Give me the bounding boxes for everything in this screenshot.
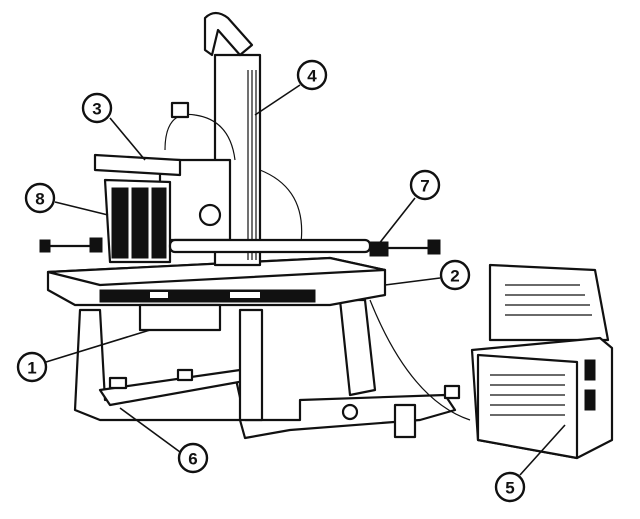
callout-label: 1 — [27, 359, 36, 378]
callout-label: 7 — [420, 177, 429, 196]
callout-3: 3 — [81, 92, 113, 124]
callout-label: 3 — [92, 100, 101, 119]
callout-5: 5 — [494, 471, 526, 503]
leader-lines — [45, 84, 566, 476]
cutting-head — [93, 101, 303, 264]
work-table — [46, 256, 387, 332]
callout-label: 4 — [307, 67, 317, 86]
callout-label: 6 — [188, 450, 197, 469]
callout-4: 4 — [296, 59, 328, 91]
base-frame — [73, 298, 461, 440]
callout-2: 2 — [439, 259, 471, 291]
callout-8: 8 — [24, 182, 56, 214]
callout-1: 1 — [16, 351, 48, 383]
callout-label: 5 — [505, 479, 514, 498]
callout-7: 7 — [409, 169, 441, 201]
callout-label: 8 — [35, 190, 44, 209]
power-cabinet — [369, 263, 614, 460]
callout-label: 2 — [450, 267, 459, 286]
guide-bar — [39, 237, 441, 257]
callout-6: 6 — [177, 442, 209, 474]
